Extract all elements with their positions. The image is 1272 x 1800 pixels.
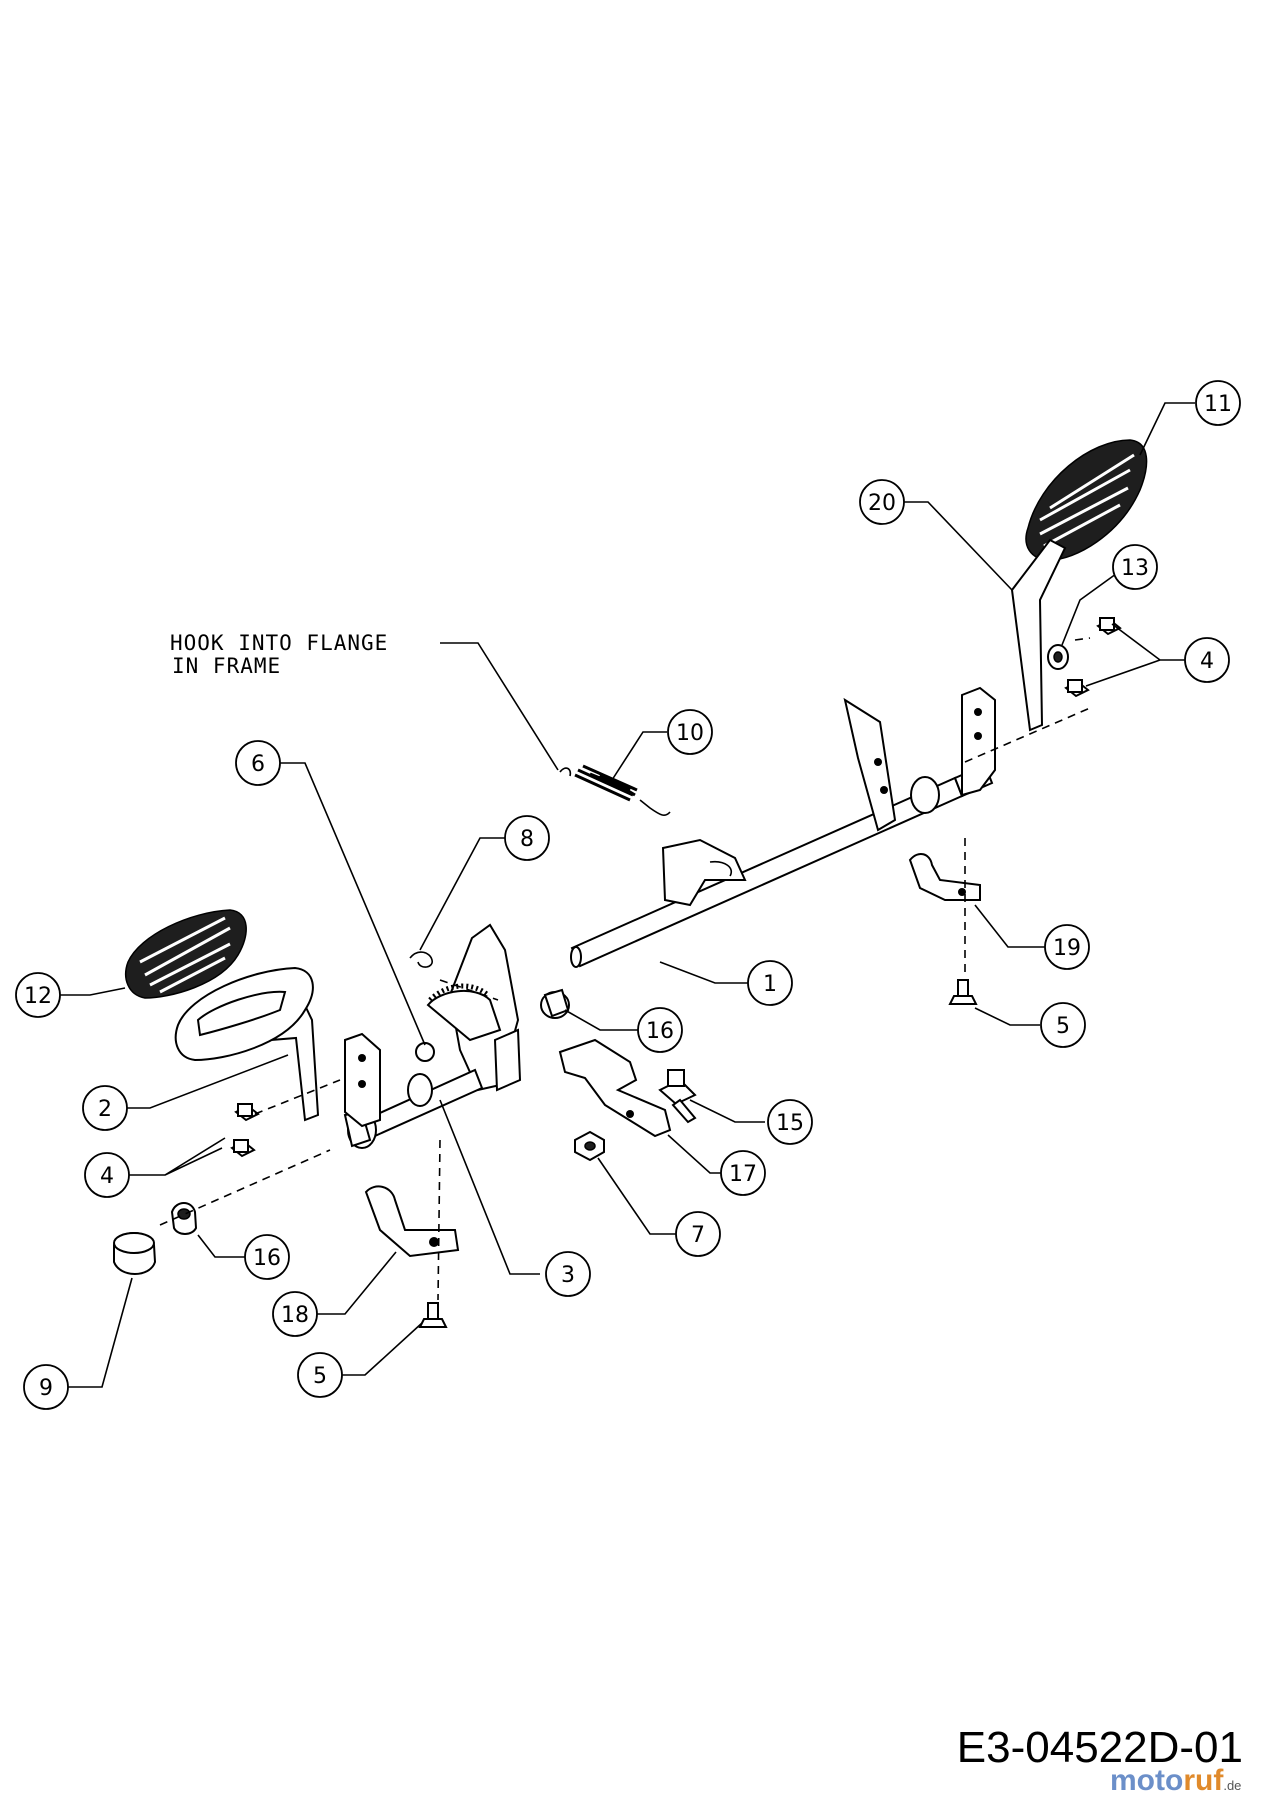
center-pivot-bracket — [843, 697, 897, 832]
svg-text:9: 9 — [39, 1376, 53, 1401]
bushing-part-16-upper — [540, 988, 570, 1019]
svg-text:4: 4 — [100, 1164, 114, 1189]
svg-text:6: 6 — [251, 752, 265, 777]
brake-link-bracket — [661, 838, 747, 907]
svg-text:15: 15 — [776, 1111, 804, 1136]
brand-logo: motoruf.de — [1110, 1764, 1241, 1797]
svg-text:7: 7 — [691, 1223, 705, 1248]
svg-text:13: 13 — [1121, 556, 1149, 581]
callout-9: 9 — [23, 1364, 69, 1410]
drawing-code: E3-04522D-01 — [957, 1723, 1243, 1772]
spring-part-10 — [559, 764, 671, 817]
pedal-arm-part-20 — [1010, 538, 1067, 732]
parts-drawing — [113, 439, 1148, 1328]
bolt-part-5-upper — [948, 979, 978, 1005]
svg-text:1: 1 — [763, 972, 777, 997]
assembly-centerlines — [159, 637, 1091, 1301]
svg-text:11: 11 — [1204, 392, 1232, 417]
svg-text:19: 19 — [1053, 936, 1081, 961]
leader-lines — [60, 402, 1195, 1388]
pin-part-6 — [415, 1042, 435, 1062]
callout-18: 18 — [272, 1291, 318, 1337]
callout-16-upper: 16 — [637, 1007, 683, 1053]
bracket-part-18 — [364, 1185, 460, 1258]
nut-part-7 — [574, 1130, 605, 1162]
left-pedal-pad-part-12 — [124, 909, 247, 999]
svg-text:16: 16 — [253, 1246, 281, 1271]
brand-watermark: motoruf.de — [1110, 1764, 1241, 1797]
svg-text:18: 18 — [281, 1303, 309, 1328]
lever-part-17 — [558, 1038, 672, 1138]
callout-2: 2 — [82, 1085, 128, 1131]
bracket-part-19 — [908, 853, 981, 901]
bolts-part-4-upper — [1064, 617, 1122, 698]
washer-part-13 — [1047, 644, 1069, 670]
svg-text:12: 12 — [24, 984, 52, 1009]
callouts: 11 20 13 4 10 6 8 19 1 12 16 5 2 15 4 17… — [15, 380, 1241, 1410]
callout-20: 20 — [859, 479, 905, 525]
callout-7: 7 — [675, 1211, 721, 1257]
callout-1: 1 — [747, 960, 793, 1006]
callout-13: 13 — [1112, 544, 1158, 590]
callout-4-upper: 4 — [1184, 637, 1230, 683]
cap-part-9 — [113, 1232, 157, 1275]
callout-5-lower: 5 — [297, 1352, 343, 1398]
callout-8: 8 — [504, 815, 550, 861]
brake-pedal-pad-part-11 — [1025, 439, 1148, 561]
svg-text:10: 10 — [676, 721, 704, 746]
callout-10: 10 — [667, 709, 713, 755]
left-pedal-plate — [174, 966, 314, 1062]
bolt-part-15 — [658, 1069, 697, 1124]
clip-part-8 — [409, 951, 433, 968]
callout-17: 17 — [720, 1150, 766, 1196]
callout-19: 19 — [1044, 924, 1090, 970]
callout-11: 11 — [1195, 380, 1241, 426]
svg-text:2: 2 — [98, 1097, 112, 1122]
bolt-part-5-lower — [418, 1302, 448, 1328]
svg-text:16: 16 — [646, 1019, 674, 1044]
callout-6: 6 — [235, 740, 281, 786]
svg-text:8: 8 — [520, 827, 534, 852]
gear-housing-part-3 — [426, 923, 522, 1092]
note-line-2: IN FRAME — [172, 654, 281, 678]
note-line-1: HOOK INTO FLANGE — [170, 631, 388, 655]
callout-16-lower: 16 — [244, 1234, 290, 1280]
callout-12: 12 — [15, 972, 61, 1018]
svg-text:5: 5 — [1056, 1014, 1070, 1039]
callout-15: 15 — [767, 1099, 813, 1145]
svg-text:5: 5 — [313, 1364, 327, 1389]
svg-text:17: 17 — [729, 1162, 757, 1187]
svg-text:20: 20 — [868, 491, 896, 516]
svg-text:4: 4 — [1200, 649, 1214, 674]
right-mount-plate — [910, 686, 996, 814]
callout-5-upper: 5 — [1040, 1002, 1086, 1048]
bolts-part-4-lower — [230, 1103, 260, 1158]
svg-text:3: 3 — [561, 1263, 575, 1288]
callout-3: 3 — [545, 1251, 591, 1297]
callout-4-lower: 4 — [84, 1152, 130, 1198]
bushing-part-16-lower — [170, 1202, 198, 1235]
